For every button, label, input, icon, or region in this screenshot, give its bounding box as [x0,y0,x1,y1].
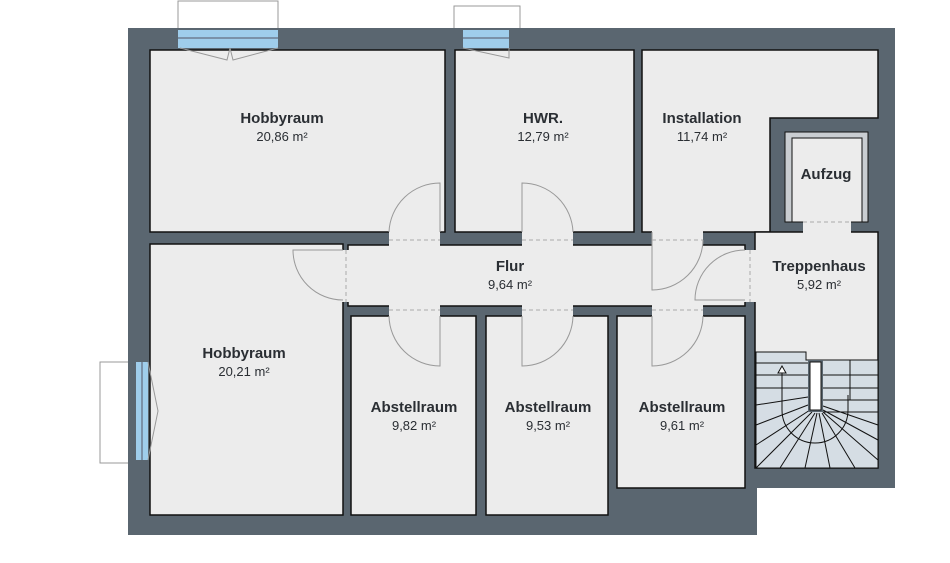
window-sill-outline [453,5,521,31]
room-installation [641,49,879,233]
room-hwr [454,49,635,233]
room-abstellraum-2 [485,315,609,516]
staircase [755,351,879,469]
room-hobbyraum-2 [149,243,344,516]
room-aufzug [791,137,863,223]
room-abstellraum-3 [616,315,746,489]
window [178,30,278,48]
door-swings [147,47,746,461]
room-flur [347,244,746,307]
window [463,30,509,48]
label-hwr: HWR.12,79 m² [517,110,569,144]
window-sill-outline [177,0,279,31]
label-aufzug: Aufzug [800,166,852,183]
room-abstellraum-1 [350,315,477,516]
room-hobbyraum-1 [149,49,446,233]
